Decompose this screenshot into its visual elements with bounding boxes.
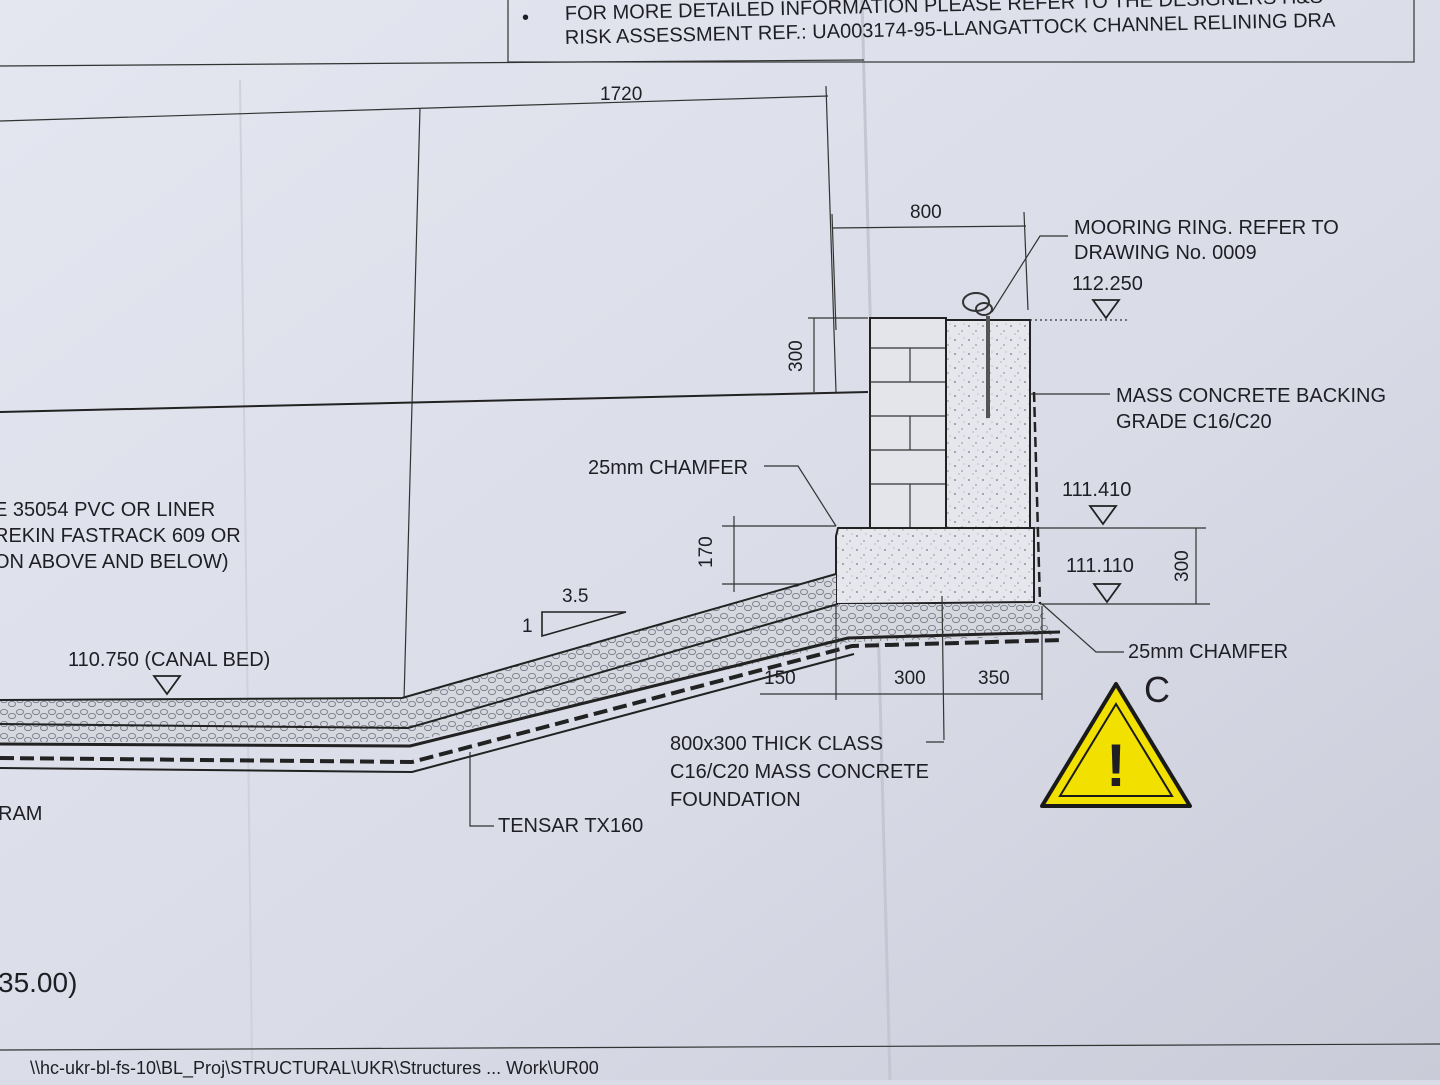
- dim-line-800: [831, 225, 1027, 229]
- leader-tensar: [469, 752, 494, 827]
- canal-bed-level: 110.750 (CANAL BED): [68, 649, 270, 671]
- dim-170: 170: [696, 536, 717, 568]
- geogrid-line: [0, 630, 1061, 748]
- chamfer-bottom-label: 25mm CHAMFER: [1128, 641, 1288, 663]
- chamfer-top-label: 25mm CHAMFER: [588, 457, 748, 479]
- ram-label: RAM: [0, 803, 42, 825]
- foundation-label-2: C16/C20 MASS CONCRETE: [670, 761, 929, 783]
- slope-triangle-icon: [541, 611, 627, 638]
- mooring-label-2: DRAWING No. 0009: [1074, 242, 1257, 264]
- level-marker-icon: [152, 675, 182, 696]
- paper-fold: [239, 79, 253, 1061]
- leader-mooring: [991, 235, 1068, 313]
- water-line: [0, 391, 869, 413]
- liner-dashed-line: [0, 638, 1063, 765]
- dim-300-top: 300: [786, 340, 807, 372]
- section-letter: C: [1144, 669, 1170, 710]
- liner-label-1: E 35054 PVC OR LINER: [0, 499, 215, 521]
- footer-path: \\hc-ukr-bl-fs-10\BL_Proj\STRUCTURAL\UKR…: [30, 1058, 599, 1079]
- slope-run: 3.5: [562, 586, 588, 607]
- level-111-410: 111.410: [1062, 479, 1131, 501]
- leader-chamfer-bottom: [1041, 603, 1124, 653]
- level-111-110: 111.110: [1066, 555, 1134, 577]
- membrane-line: [1032, 391, 1042, 605]
- extension-line: [403, 107, 421, 701]
- extension-line: [941, 595, 945, 741]
- liner-label-2: REKIN FASTRACK 609 OR: [0, 525, 241, 547]
- level-marker-icon: [1088, 505, 1118, 526]
- scale-label: 35.00): [0, 967, 77, 998]
- extension-line: [825, 85, 837, 393]
- level-marker-icon: [1092, 583, 1122, 604]
- dim-300-bottom: 300: [894, 668, 926, 689]
- backing-label-1: MASS CONCRETE BACKING: [1116, 385, 1386, 407]
- border-line: [0, 59, 865, 67]
- liner-base-line: [0, 653, 855, 774]
- tensar-label: TENSAR TX160: [498, 815, 643, 837]
- slope-rise: 1: [522, 616, 533, 637]
- notes-box: [507, 0, 1415, 63]
- mooring-ring-icon: [975, 302, 993, 316]
- level-112-250: 112.250: [1072, 273, 1143, 295]
- notes-bullet: •: [522, 7, 529, 29]
- liner-label-3: ON ABOVE AND BELOW): [0, 551, 229, 573]
- concrete-foundation: [835, 527, 1035, 606]
- footer-rule: [0, 1043, 1440, 1051]
- dim-300-right: 300: [1172, 550, 1193, 582]
- mooring-label-1: MOORING RING. REFER TO: [1074, 217, 1339, 239]
- foundation-label-1: 800x300 THICK CLASS: [670, 733, 883, 755]
- foundation-label-3: FOUNDATION: [670, 789, 801, 811]
- dim-800: 800: [910, 202, 942, 223]
- warning-symbol: !: [1106, 732, 1126, 799]
- gravel-layer: [0, 574, 1052, 742]
- extension-line: [1023, 211, 1029, 311]
- level-marker-icon: [1091, 299, 1121, 320]
- subbase-line: [0, 603, 839, 730]
- warning-triangle-icon: !: [1040, 682, 1192, 808]
- dim-150: 150: [764, 668, 796, 689]
- leader-chamfer-top: [764, 465, 837, 527]
- masonry-wall: [869, 317, 947, 529]
- dim-line-1720: [0, 95, 829, 122]
- dim-350: 350: [978, 668, 1010, 689]
- canal-bed-line: [0, 573, 837, 701]
- dim-1720: 1720: [600, 84, 642, 105]
- extension-line: [831, 213, 837, 331]
- backing-label-2: GRADE C16/C20: [1116, 411, 1272, 433]
